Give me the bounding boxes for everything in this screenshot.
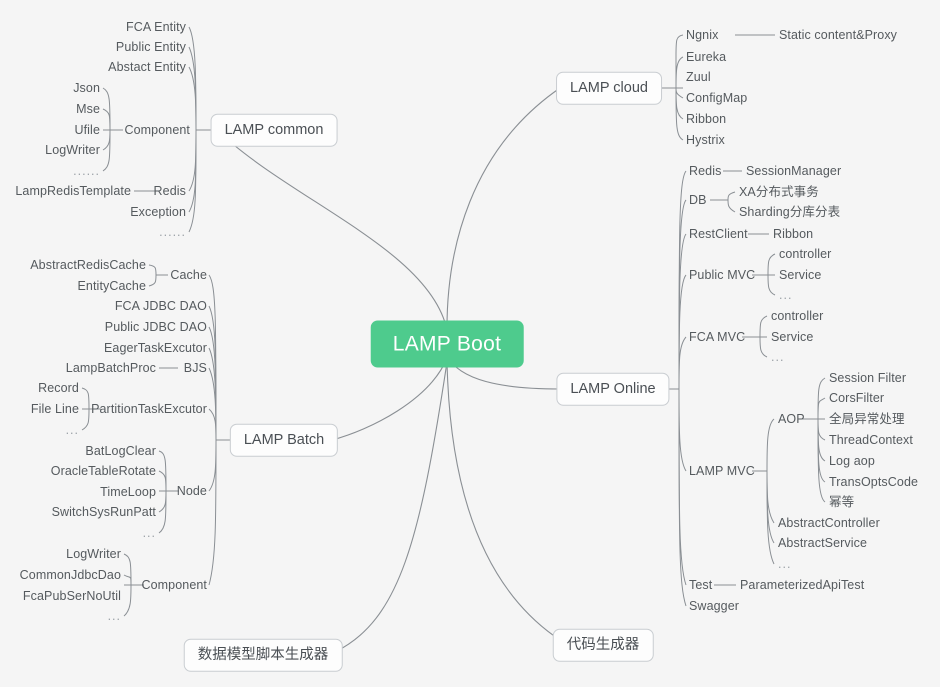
node-batch-bjs[interactable]: BJS [183, 360, 207, 375]
node-batch-fca-jdbc-dao[interactable]: FCA JDBC DAO [114, 298, 207, 313]
node-abstact-entity[interactable]: Abstact Entity [108, 59, 186, 74]
branch-node-lamp-online[interactable]: LAMP Online [556, 372, 670, 406]
node-online-aop-session-filter[interactable]: Session Filter [829, 370, 907, 385]
node-online-redis[interactable]: Redis [689, 163, 722, 178]
node-batch-component[interactable]: Component [141, 577, 207, 592]
node-online-public-mvc-service[interactable]: Service [779, 267, 822, 282]
node-batch-partition-task-excutor[interactable]: PartitionTaskExcutor [91, 401, 207, 416]
node-online-fca-mvc[interactable]: FCA MVC [689, 329, 746, 344]
node-online-test[interactable]: Test [689, 577, 713, 592]
branch-node-lamp-batch[interactable]: LAMP Batch [229, 423, 339, 457]
node-batch-entity-cache[interactable]: EntityCache [77, 278, 146, 293]
node-common-component-mse[interactable]: Mse [76, 101, 100, 116]
node-batch-public-jdbc-dao[interactable]: Public JDBC DAO [104, 319, 207, 334]
node-online-db[interactable]: DB [689, 192, 707, 207]
node-batch-component-common-jdbc-dao[interactable]: CommonJdbcDao [19, 567, 121, 582]
node-batch-time-loop[interactable]: TimeLoop [100, 484, 156, 499]
branch-node-code-generator[interactable]: 代码生成器 [552, 628, 654, 662]
node-common-more[interactable]: ...... [159, 224, 186, 239]
node-batch-switch-sys-run-patt[interactable]: SwitchSysRunPatt [51, 504, 156, 519]
node-public-entity[interactable]: Public Entity [115, 39, 186, 54]
branch-node-lamp-cloud[interactable]: LAMP cloud [556, 71, 662, 105]
node-online-aop-trans-opts-code[interactable]: TransOptsCode [829, 474, 919, 489]
node-common-component-more[interactable]: ...... [73, 163, 100, 178]
node-batch-abstract-redis-cache[interactable]: AbstractRedisCache [30, 257, 146, 272]
node-online-fca-mvc-service[interactable]: Service [771, 329, 814, 344]
node-batch-component-more[interactable]: ... [107, 608, 121, 623]
node-cloud-eureka[interactable]: Eureka [686, 49, 727, 64]
node-online-aop-global-exception[interactable]: 全局异常处理 [829, 411, 905, 426]
node-common-redis[interactable]: Redis [153, 183, 186, 198]
node-batch-node-more[interactable]: ... [142, 525, 156, 540]
node-batch-partition-file-line[interactable]: File Line [30, 401, 79, 416]
node-online-restclient[interactable]: RestClient [689, 226, 748, 241]
node-batch-partition-more[interactable]: ... [65, 422, 79, 437]
node-online-fca-mvc-more[interactable]: ... [771, 349, 785, 364]
node-batch-eager-task-excutor[interactable]: EagerTaskExcutor [103, 340, 207, 355]
node-batch-bat-log-clear[interactable]: BatLogClear [85, 443, 156, 458]
node-online-aop[interactable]: AOP [778, 411, 805, 426]
node-common-component-logwriter[interactable]: LogWriter [45, 142, 100, 157]
node-cloud-hystrix[interactable]: Hystrix [686, 132, 725, 147]
node-online-public-mvc[interactable]: Public MVC [689, 267, 756, 282]
node-online-aop-thread-context[interactable]: ThreadContext [829, 432, 913, 447]
node-cloud-configmap[interactable]: ConfigMap [686, 90, 748, 105]
node-common-component-ufile[interactable]: Ufile [74, 122, 100, 137]
node-batch-partition-record[interactable]: Record [38, 380, 79, 395]
node-cloud-ribbon[interactable]: Ribbon [686, 111, 727, 126]
node-cloud-ngnix[interactable]: Ngnix [686, 27, 719, 42]
node-common-exception[interactable]: Exception [130, 204, 186, 219]
node-fca-entity[interactable]: FCA Entity [125, 19, 186, 34]
node-online-abstract-controller[interactable]: AbstractController [778, 515, 880, 530]
node-cloud-zuul[interactable]: Zuul [686, 69, 711, 84]
node-online-public-mvc-controller[interactable]: controller [779, 246, 832, 261]
node-batch-node[interactable]: Node [176, 483, 207, 498]
node-cloud-static-content-proxy[interactable]: Static content&Proxy [779, 27, 898, 42]
node-batch-component-logwriter[interactable]: LogWriter [66, 546, 121, 561]
node-online-fca-mvc-controller[interactable]: controller [771, 308, 824, 323]
node-batch-lamp-batch-proc[interactable]: LampBatchProc [65, 360, 156, 375]
node-common-component-json[interactable]: Json [73, 80, 100, 95]
root-node-lamp-boot[interactable]: LAMP Boot [370, 320, 524, 368]
node-online-swagger[interactable]: Swagger [689, 598, 740, 613]
branch-node-lamp-common[interactable]: LAMP common [210, 113, 338, 147]
node-online-aop-cors-filter[interactable]: CorsFilter [829, 390, 885, 405]
node-common-component[interactable]: Component [124, 122, 190, 137]
node-online-restclient-ribbon[interactable]: Ribbon [773, 226, 814, 241]
node-online-lamp-mvc[interactable]: LAMP MVC [689, 463, 755, 478]
node-common-lamp-redis-template[interactable]: LampRedisTemplate [15, 183, 131, 198]
node-online-abstract-service[interactable]: AbstractService [778, 535, 868, 550]
node-batch-component-fca-pub-ser-no-util[interactable]: FcaPubSerNoUtil [22, 588, 121, 603]
node-batch-cache[interactable]: Cache [170, 267, 207, 282]
node-online-lamp-mvc-more[interactable]: ... [778, 556, 792, 571]
node-online-db-sharding[interactable]: Sharding分库分表 [739, 204, 841, 219]
branch-node-data-model-script-generator[interactable]: 数据模型脚本生成器 [183, 638, 343, 672]
node-batch-oracle-table-rotate[interactable]: OracleTableRotate [50, 463, 156, 478]
node-online-public-mvc-more[interactable]: ... [779, 287, 793, 302]
node-online-session-manager[interactable]: SessionManager [746, 163, 842, 178]
node-online-aop-log-aop[interactable]: Log aop [829, 453, 875, 468]
node-online-aop-idempotent[interactable]: 幂等 [829, 494, 855, 509]
node-online-parameterized-api-test[interactable]: ParameterizedApiTest [740, 577, 865, 592]
node-online-db-xa[interactable]: XA分布式事务 [739, 184, 819, 199]
